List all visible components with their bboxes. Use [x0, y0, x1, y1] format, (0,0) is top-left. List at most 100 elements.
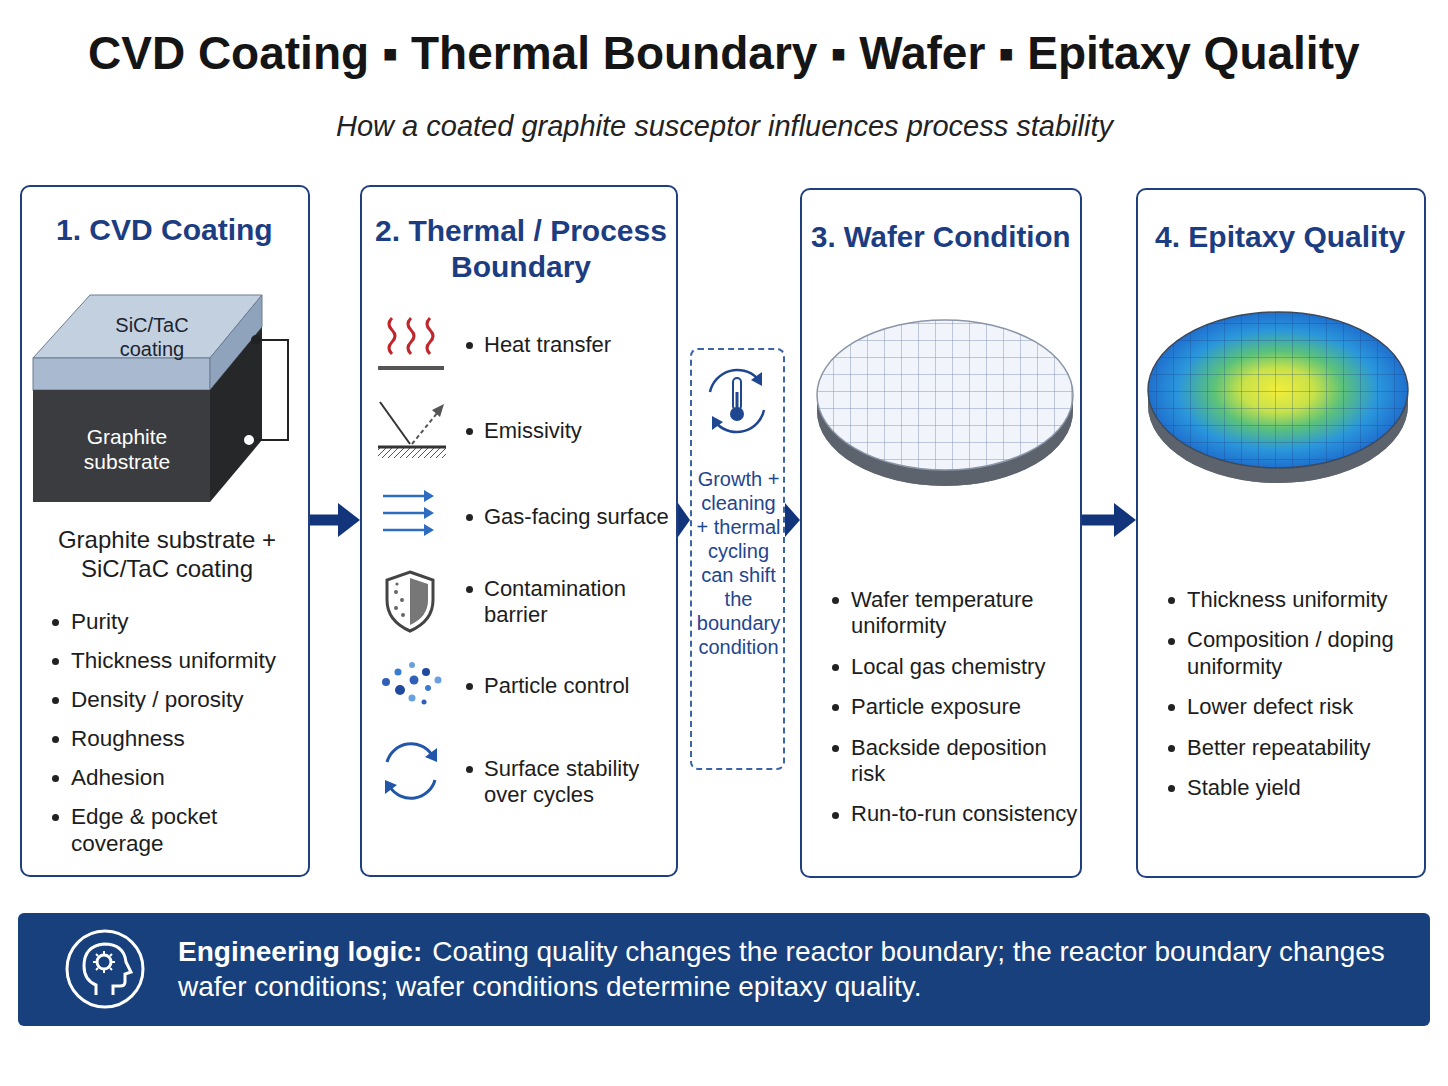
flow-arrow: [1082, 503, 1136, 537]
panel-heading: 1. CVD Coating: [56, 212, 273, 248]
bullet-row: Stable yield: [1168, 775, 1420, 801]
illustration-part: [394, 606, 398, 610]
panel-heading: 3. Wafer Condition: [811, 219, 1070, 254]
illustration-part: [378, 448, 446, 458]
bullet-row: Composition / doping uniformity: [1168, 627, 1420, 680]
bullet-text: Lower defect risk: [1187, 694, 1420, 720]
stage-panel: PurityThickness uniformityDensity / poro…: [20, 185, 310, 877]
bullet-dot: [52, 658, 59, 665]
illustration-part: [33, 358, 210, 390]
panel-heading: 2. Thermal / Process Boundary: [362, 213, 680, 285]
illustration-part: [733, 378, 741, 410]
illustration-part: [424, 490, 434, 502]
particle-icon: [382, 662, 442, 705]
illustration-part: [817, 320, 1073, 470]
illustration-part: [210, 327, 262, 502]
bullet-text: Thickness uniformity: [71, 647, 304, 674]
shield-icon: [387, 572, 433, 631]
bullet-text: Purity: [71, 608, 304, 635]
arrow-head: [785, 503, 800, 537]
illustration-part: [67, 931, 143, 1007]
bullet-dot: [52, 775, 59, 782]
shape-label: Graphite substrate + SiC/TaC coating: [37, 526, 297, 584]
bullet-row: Particle exposure: [832, 694, 1078, 720]
illustration-part: [409, 662, 415, 668]
illustration-part: [751, 372, 762, 386]
illustration-part: [712, 416, 723, 430]
bullet-list: Wafer temperature uniformityLocal gas ch…: [832, 587, 1078, 842]
illustration-part: [1148, 312, 1408, 468]
arrow-shaft: [310, 515, 338, 526]
bullet-dot: [52, 697, 59, 704]
bullet-text: Density / porosity: [71, 686, 304, 713]
illustration-part: [383, 512, 428, 515]
bullet-text: Backside deposition risk: [851, 735, 1078, 788]
illustration-part: [432, 404, 444, 417]
illustration-part: [410, 578, 428, 625]
page-title: CVD Coating ▪ Thermal Boundary ▪ Wafer ▪…: [88, 26, 1360, 81]
bullet-dot: [832, 664, 839, 671]
illustration-part: [435, 677, 442, 684]
bullet-dot: [1168, 745, 1175, 752]
arrow-head: [1114, 503, 1136, 537]
illustration-part: [33, 390, 210, 502]
bullet-row: Edge & pocket coverage: [52, 803, 304, 857]
illustration-part: [378, 366, 444, 370]
bullet-row: Local gas chemistry: [832, 654, 1078, 680]
layer-bracket: [245, 336, 288, 444]
bullet-text: Local gas chemistry: [851, 654, 1078, 680]
illustration-part: [424, 507, 434, 519]
illustration-part: [387, 744, 432, 762]
engineer-head-icon: [67, 931, 143, 1007]
bullet-row: Purity: [52, 608, 304, 635]
illustration-part: [395, 582, 398, 585]
illustration-part: [389, 318, 395, 354]
illustration-part: [395, 685, 405, 695]
item-text: Heat transfer: [484, 332, 674, 358]
bullet-dot: [832, 745, 839, 752]
logic-heading: Engineering logic:: [178, 936, 422, 967]
bullet-row: Lower defect risk: [1168, 694, 1420, 720]
bullet-dot: [466, 514, 473, 521]
bullet-dot: [52, 814, 59, 821]
bullet-dot: [1168, 704, 1175, 711]
illustration-part: [383, 495, 428, 498]
bullet-dot: [1168, 638, 1175, 645]
panel-heading: 4. Epitaxy Quality: [1155, 219, 1405, 255]
cycle-icon: [385, 744, 437, 799]
emissivity-icon: [378, 402, 446, 458]
bullet-text: Wafer temperature uniformity: [851, 587, 1078, 640]
bullet-dot: [52, 736, 59, 743]
page-caption: How a coated graphite susceptor influenc…: [336, 109, 1113, 144]
bullet-text: Run-to-run consistency: [851, 801, 1078, 827]
illustration-part: [425, 685, 431, 691]
note-box: Growth + cleaning + thermal cycling can …: [690, 348, 785, 770]
flow-arrow: [785, 503, 800, 537]
arrow-head: [678, 503, 690, 537]
stage-panel: Wafer temperature uniformityLocal gas ch…: [800, 188, 1082, 878]
wafer-illustration: [817, 320, 1073, 486]
bullet-text: Better repeatability: [1187, 735, 1420, 761]
epitaxy-wafer-heatmap: [1148, 312, 1408, 483]
illustration-part: [422, 668, 430, 676]
illustration-part: [387, 572, 433, 631]
bullet-row: Roughness: [52, 725, 304, 752]
heat-icon: [378, 318, 444, 368]
bullet-text: Thickness uniformity: [1187, 587, 1420, 613]
illustration-part: [245, 436, 253, 444]
bullet-dot: [1168, 785, 1175, 792]
bullet-text: Composition / doping uniformity: [1187, 627, 1420, 680]
item-text: Particle control: [484, 673, 674, 699]
arrow-shaft: [1082, 515, 1114, 526]
shape-label: Growth + cleaning + thermal cycling can …: [696, 467, 781, 659]
bullet-row: Better repeatability: [1168, 735, 1420, 761]
bullet-dot: [466, 428, 473, 435]
bullet-text: Roughness: [71, 725, 304, 752]
graphite-layer: Graphite substrate: [35, 392, 264, 504]
coating-layer: SiC/TaC coating: [35, 297, 264, 392]
flow-arrow: [678, 503, 690, 537]
bullet-dot: [52, 619, 59, 626]
bullet-dot: [466, 766, 473, 773]
illustration-part: [427, 318, 433, 354]
